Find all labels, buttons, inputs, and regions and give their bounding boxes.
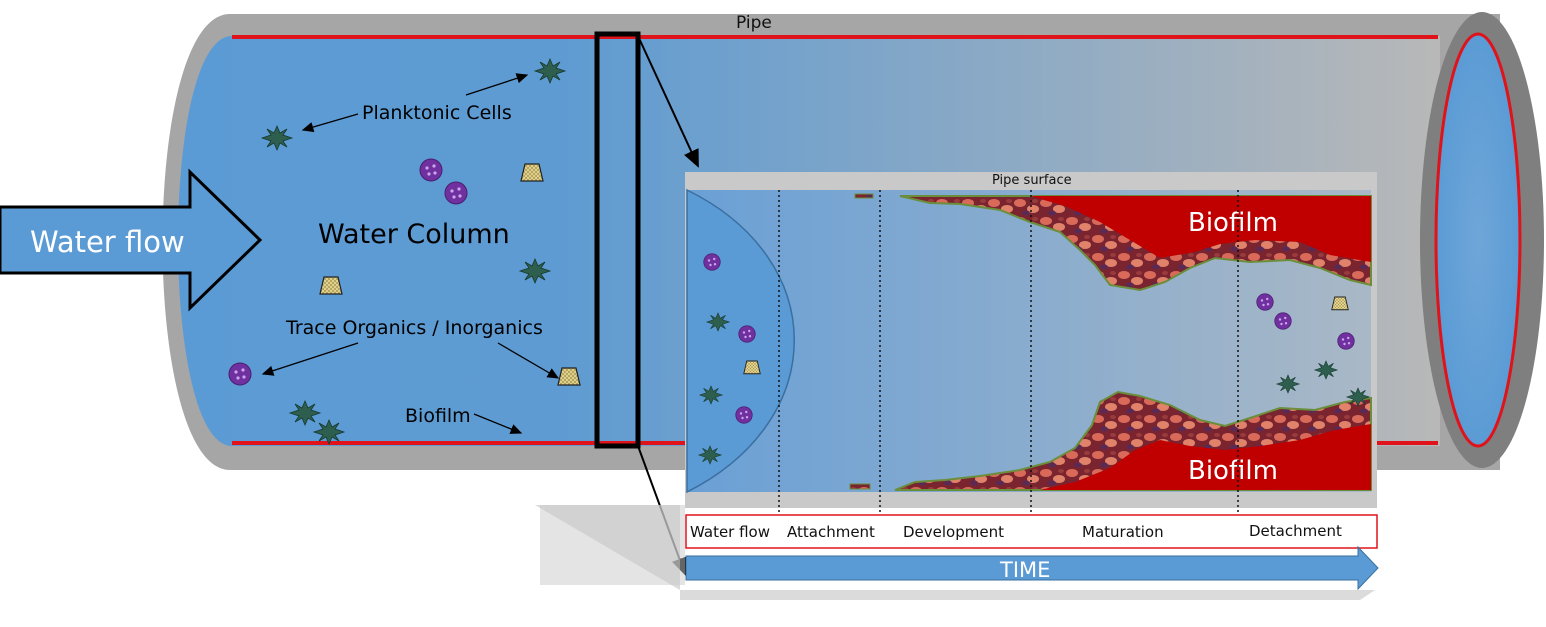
inorganic-particle xyxy=(557,367,581,386)
organic-particle xyxy=(1274,312,1292,330)
organic-particle xyxy=(735,406,753,424)
inorganic-particle xyxy=(520,163,544,182)
leader-arrow xyxy=(497,342,560,379)
biofilm-top-red xyxy=(1030,196,1371,262)
biofilm-lower-label: Biofilm xyxy=(1188,456,1278,486)
leader-arrow xyxy=(301,113,359,133)
organic-particle xyxy=(419,158,443,182)
leader-arrow xyxy=(473,413,523,434)
water-flow-arrow: Water flow xyxy=(0,168,263,312)
inorganic-particle xyxy=(1331,296,1349,311)
organic-particle xyxy=(738,325,756,343)
stage-bar xyxy=(685,514,1378,549)
stage-label: Maturation xyxy=(1082,523,1164,541)
pipe-label: Pipe xyxy=(736,13,772,33)
time-arrow xyxy=(685,545,1379,591)
pipe-end-inner xyxy=(1434,32,1522,448)
trace-organics-label: Trace Organics / Inorganics xyxy=(285,317,543,339)
inset-shadow-band xyxy=(540,505,685,585)
water-column-contents: Water Column Planktonic Cells Trace Orga… xyxy=(228,58,581,445)
biofilm-bottom-label: Biofilm xyxy=(405,405,471,427)
attachment-speck xyxy=(849,483,871,490)
pipe-surface-label: Pipe surface xyxy=(992,173,1072,188)
organic-particle xyxy=(703,253,721,271)
stage-label: Attachment xyxy=(787,523,875,541)
water-column-label: Water Column xyxy=(318,219,510,250)
leader-arrow xyxy=(261,342,359,376)
zoom-line-top xyxy=(637,35,699,168)
attachment-speck xyxy=(854,193,874,199)
stage-label: Water flow xyxy=(690,523,770,541)
inorganic-particle xyxy=(319,276,343,295)
stage-label: Development xyxy=(903,523,1004,541)
biofilm-upper-label: Biofilm xyxy=(1188,208,1278,238)
selection-box xyxy=(594,31,641,449)
leader-arrow xyxy=(465,73,529,96)
organic-particle xyxy=(228,362,252,386)
organic-particle xyxy=(1337,332,1355,350)
stage-label: Detachment xyxy=(1249,522,1342,540)
planktonic-cells-label: Planktonic Cells xyxy=(362,102,512,124)
time-label: TIME xyxy=(999,558,1050,582)
organic-particle xyxy=(1256,293,1274,311)
biofilm-bottom-red xyxy=(1040,424,1371,490)
water-flow-arrow-label: Water flow xyxy=(30,225,185,259)
inorganic-particle xyxy=(743,360,761,375)
organic-particle xyxy=(444,181,468,205)
inset-panel: Pipe surface Biofilm Biofilm xyxy=(535,172,1379,600)
